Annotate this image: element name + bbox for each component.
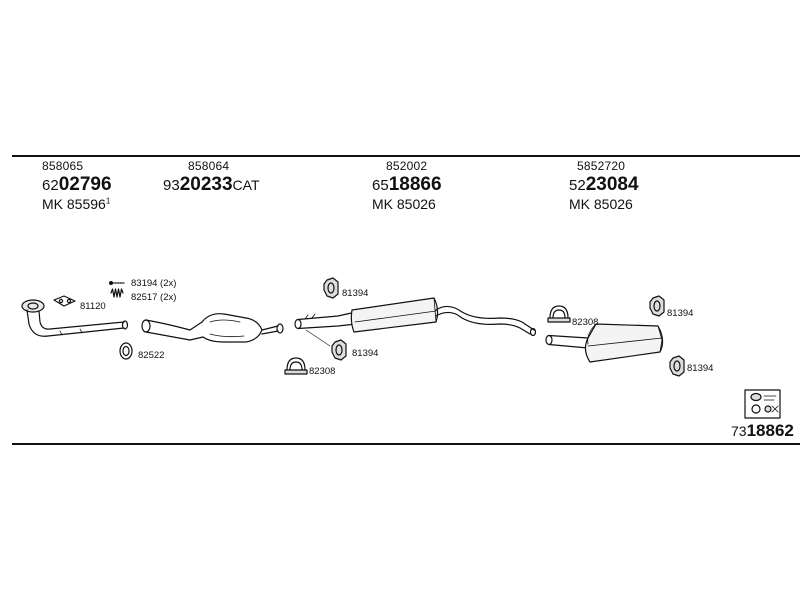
bolt-83194-icon xyxy=(108,281,125,286)
group-catalyst: 858064 9320233CAT xyxy=(163,160,260,197)
clamp-82308-icon xyxy=(284,357,308,375)
mount-81394-icon xyxy=(331,339,347,361)
front-pipe xyxy=(21,299,129,337)
group-part-number: 5223084 xyxy=(569,174,639,195)
group-ref: 5852720 xyxy=(577,159,626,173)
middle-silencer xyxy=(350,297,439,333)
part-label-82308: 82308 xyxy=(572,317,598,328)
group-part-number: 9320233CAT xyxy=(163,174,260,195)
part-label-81394: 81394 xyxy=(687,363,713,374)
group-middle-silencer: 852002 6518866 MK 85026 xyxy=(372,160,442,211)
group-part-number: 6202796 xyxy=(42,174,112,195)
leader-line xyxy=(317,337,331,347)
catalytic-converter xyxy=(141,313,284,343)
part-label-82308: 82308 xyxy=(309,366,335,377)
rear-silencer xyxy=(545,323,664,363)
spring-82517-icon xyxy=(110,288,124,298)
part-label-82517: 82517 (2x) xyxy=(131,292,176,303)
kit-number: 7318862 xyxy=(731,421,794,440)
part-label-81394: 81394 xyxy=(667,308,693,319)
group-mounting-kit: MK 855961 xyxy=(42,196,111,212)
top-divider xyxy=(12,155,800,157)
part-label-82522: 82522 xyxy=(138,350,164,361)
mount-81394-icon xyxy=(669,355,685,377)
part-label-81394: 81394 xyxy=(352,348,378,359)
bottom-divider xyxy=(12,443,800,445)
middle-pipe-outlet xyxy=(435,305,537,337)
group-rear-silencer: 5852720 5223084 MK 85026 xyxy=(569,160,639,211)
group-mounting-kit: MK 85026 xyxy=(569,196,633,212)
group-ref: 852002 xyxy=(386,159,428,173)
mounting-kit-icon xyxy=(744,389,781,419)
group-ref: 858064 xyxy=(188,159,230,173)
gasket-81120-icon xyxy=(53,295,76,307)
mount-81394-icon xyxy=(649,295,665,317)
middle-pipe-inlet xyxy=(294,311,357,330)
leader-line xyxy=(305,329,319,339)
group-mounting-kit: MK 85026 xyxy=(372,196,436,212)
part-label-81120: 81120 xyxy=(80,301,106,312)
clamp-82308-icon xyxy=(547,305,571,323)
mount-81394-icon xyxy=(323,277,339,299)
group-front-pipe: 858065 6202796 MK 855961 xyxy=(42,160,112,211)
ring-82522-icon xyxy=(119,342,133,360)
part-label-81394: 81394 xyxy=(342,288,368,299)
group-ref: 858065 xyxy=(42,159,84,173)
part-label-83194: 83194 (2x) xyxy=(131,278,176,289)
group-part-number: 6518866 xyxy=(372,174,442,195)
